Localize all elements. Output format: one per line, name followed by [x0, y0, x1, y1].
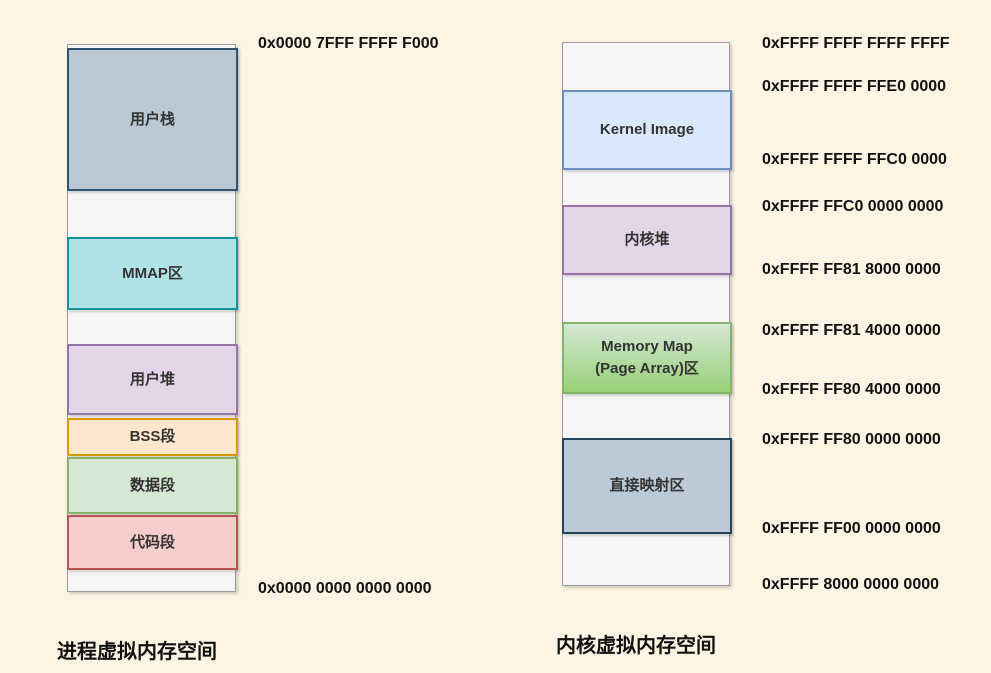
address-label: 0xFFFF FFFF FFC0 0000 — [762, 151, 947, 168]
segment-kernel-heap: 内核堆 — [562, 205, 732, 275]
address-label: 0xFFFF 8000 0000 0000 — [762, 576, 940, 593]
process-space-caption: 进程虚拟内存空间 — [57, 641, 217, 663]
segment-code-segment: 代码段 — [67, 515, 238, 570]
address-label: 0xFFFF FFC0 0000 0000 — [762, 198, 944, 215]
segment-user-heap: 用户堆 — [67, 344, 238, 415]
address-label: 0xFFFF FF80 0000 0000 — [762, 431, 941, 448]
segment-data-segment: 数据段 — [67, 457, 238, 514]
kernel-memory-column: Kernel Image 内核堆 Memory Map (Page Array)区直… — [562, 42, 732, 586]
address-label: 0xFFFF FFFF FFFF FFFF — [762, 35, 950, 52]
address-label: 0xFFFF FF80 4000 0000 — [762, 381, 941, 398]
address-label: 0xFFFF FF81 8000 0000 — [762, 261, 941, 278]
address-label: 0x0000 7FFF FFFF F000 — [258, 35, 439, 52]
address-label: 0xFFFF FF00 0000 0000 — [762, 520, 941, 537]
segment-label: 代码段 — [129, 533, 175, 551]
segment-user-stack: 用户栈 — [67, 48, 238, 191]
address-label: 0xFFFF FFFF FFE0 0000 — [762, 78, 947, 95]
segment-label: 数据段 — [129, 476, 175, 494]
address-label: 0xFFFF FF81 4000 0000 — [762, 322, 941, 339]
kernel-space-caption: 内核虚拟内存空间 — [556, 635, 716, 657]
segment-label: 用户堆 — [129, 370, 175, 388]
address-label: 0x0000 0000 0000 0000 — [258, 580, 432, 597]
segment-label: Memory Map (Page Array)区 — [595, 338, 699, 377]
segment-label: MMAP区 — [122, 264, 183, 282]
segment-mmap-region: MMAP区 — [67, 237, 238, 310]
segment-memory-map-page-array: Memory Map (Page Array)区 — [562, 322, 732, 394]
process-memory-column: 用户栈 MMAP区用户堆 BSS段数据段代码段 — [67, 44, 238, 592]
segment-kernel-image: Kernel Image — [562, 90, 732, 170]
segment-label: 用户栈 — [129, 110, 175, 128]
segment-label: Kernel Image — [599, 121, 695, 139]
segment-bss-segment: BSS段 — [67, 418, 238, 456]
segment-label: 内核堆 — [624, 231, 670, 249]
segment-label: BSS段 — [129, 428, 176, 446]
segment-label: 直接映射区 — [609, 477, 685, 495]
segment-direct-mapping-region: 直接映射区 — [562, 438, 732, 534]
